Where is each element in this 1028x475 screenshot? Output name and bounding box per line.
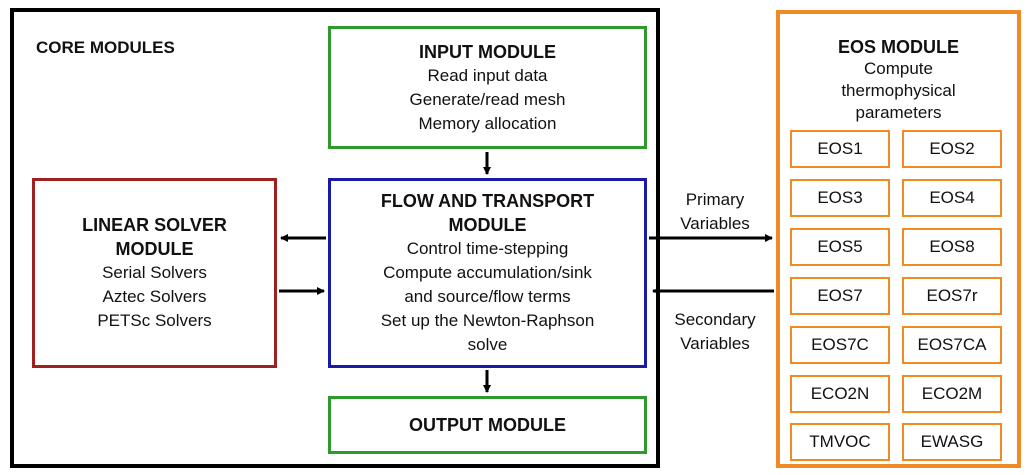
flow-module-line: solve (467, 335, 508, 354)
linear-module-line: PETSc Solvers (97, 311, 212, 330)
eos-module-line: parameters (855, 103, 942, 122)
flow-module-title-line: FLOW AND TRANSPORT (380, 191, 595, 211)
linear-module-title-line: MODULE (115, 239, 194, 259)
eos-item: EOS4 (902, 179, 1002, 217)
input-module-title: INPUT MODULE (419, 41, 556, 62)
flow-module-line: Control time-stepping (406, 239, 569, 258)
input-module-line: Generate/read mesh (409, 89, 566, 109)
linear-module-title-line: LINEAR SOLVER (82, 215, 227, 235)
primary-variables-line: Primary (685, 190, 745, 209)
eos-module-line: Compute (864, 59, 933, 78)
eos-item: TMVOC (790, 423, 890, 461)
eos-module-line: thermophysical (841, 81, 956, 100)
flow-module-line: and source/flow terms (404, 287, 571, 306)
eos-item: EOS7CA (902, 326, 1002, 364)
eos-item: EOS3 (790, 179, 890, 217)
eos-item: EOS8 (902, 228, 1002, 266)
eos-item: ECO2M (902, 375, 1002, 413)
flow-module-line: Compute accumulation/sink (383, 263, 592, 282)
secondary-variables-label: Secondary Variables (650, 308, 780, 356)
flow-module-title-line: MODULE (448, 215, 527, 235)
input-module-line: Read input data (427, 65, 548, 85)
eos-item: EOS7 (790, 277, 890, 315)
eos-item: EOS5 (790, 228, 890, 266)
eos-item: EOS2 (902, 130, 1002, 168)
core-modules-title: CORE MODULES (36, 38, 175, 57)
input-module: INPUT MODULE Read input data Generate/re… (328, 26, 647, 149)
input-module-line: Memory allocation (418, 113, 557, 133)
primary-variables-line: Variables (680, 214, 750, 233)
flow-module-line: Set up the Newton-Raphson (380, 311, 595, 330)
eos-item: EOS1 (790, 130, 890, 168)
primary-variables-label: Primary Variables (650, 188, 780, 236)
eos-item: EOS7C (790, 326, 890, 364)
linear-module-line: Serial Solvers (102, 263, 207, 282)
linear-solver-module: LINEAR SOLVER MODULE Serial Solvers Azte… (32, 178, 277, 368)
secondary-variables-line: Variables (680, 334, 750, 353)
output-module: OUTPUT MODULE (328, 396, 647, 454)
output-module-title: OUTPUT MODULE (409, 415, 566, 435)
eos-module-header: EOS MODULE Compute thermophysical parame… (780, 36, 1017, 124)
eos-item: ECO2N (790, 375, 890, 413)
eos-item: EOS7r (902, 277, 1002, 315)
linear-module-line: Aztec Solvers (102, 287, 207, 306)
flow-transport-module: FLOW AND TRANSPORT MODULE Control time-s… (328, 178, 647, 368)
eos-module-title: EOS MODULE (837, 37, 959, 57)
eos-item: EWASG (902, 423, 1002, 461)
secondary-variables-line: Secondary (674, 310, 756, 329)
